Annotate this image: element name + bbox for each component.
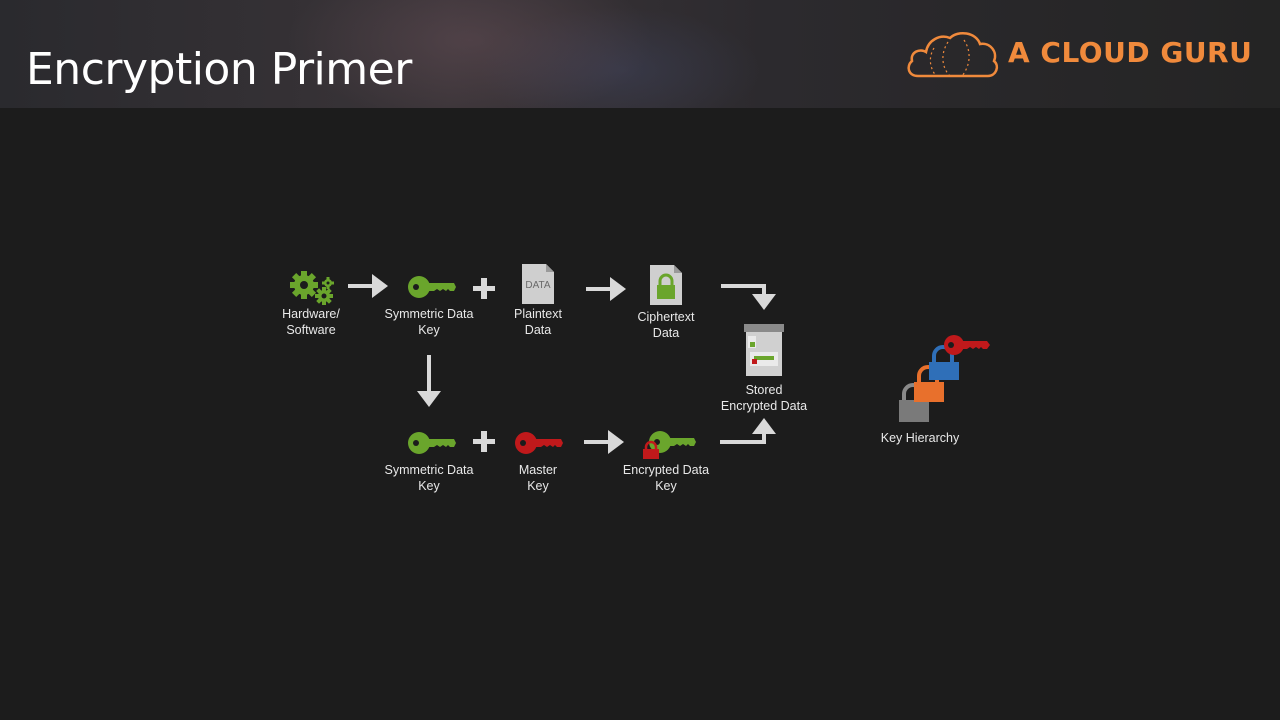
master-key-icon bbox=[515, 432, 563, 454]
document-text: DATA bbox=[525, 280, 551, 291]
slide-header: Encryption Primer A CLOUD GURU bbox=[0, 0, 1280, 108]
cloud-logo-icon bbox=[907, 31, 999, 78]
slide-title: Encryption Primer bbox=[26, 44, 412, 95]
storage-bin-icon bbox=[744, 324, 784, 376]
label-hardware-software: Hardware/ Software bbox=[282, 307, 340, 337]
plus-icon bbox=[473, 431, 495, 452]
arrow-icon bbox=[720, 418, 776, 444]
label-ciphertext-data: Ciphertext Data bbox=[637, 310, 695, 340]
encrypted-document-icon bbox=[650, 265, 682, 305]
label-key-hierarchy: Key Hierarchy bbox=[880, 431, 960, 445]
brand-name: A CLOUD GURU bbox=[1008, 36, 1253, 69]
label-stored-encrypted-data: Stored Encrypted Data bbox=[720, 383, 808, 413]
plus-icon bbox=[473, 278, 495, 299]
key-icon bbox=[944, 335, 990, 355]
label-master-key: Master Key bbox=[518, 463, 558, 493]
symmetric-key-icon bbox=[408, 432, 456, 454]
encrypted-data-key-icon bbox=[643, 431, 696, 459]
brand-logo: A CLOUD GURU bbox=[904, 28, 1254, 84]
header-background-photo bbox=[0, 0, 1280, 108]
label-encrypted-data-key: Encrypted Data Key bbox=[622, 463, 710, 493]
gears-icon bbox=[290, 271, 334, 305]
label-symmetric-key-top: Symmetric Data Key bbox=[384, 307, 474, 337]
label-plaintext-data: Plaintext Data bbox=[514, 307, 562, 337]
label-symmetric-key-bottom: Symmetric Data Key bbox=[384, 463, 474, 493]
symmetric-key-icon bbox=[408, 276, 456, 298]
arrow-icon bbox=[721, 284, 776, 310]
document-icon: DATA bbox=[522, 264, 554, 304]
key-hierarchy-icon bbox=[899, 335, 990, 422]
